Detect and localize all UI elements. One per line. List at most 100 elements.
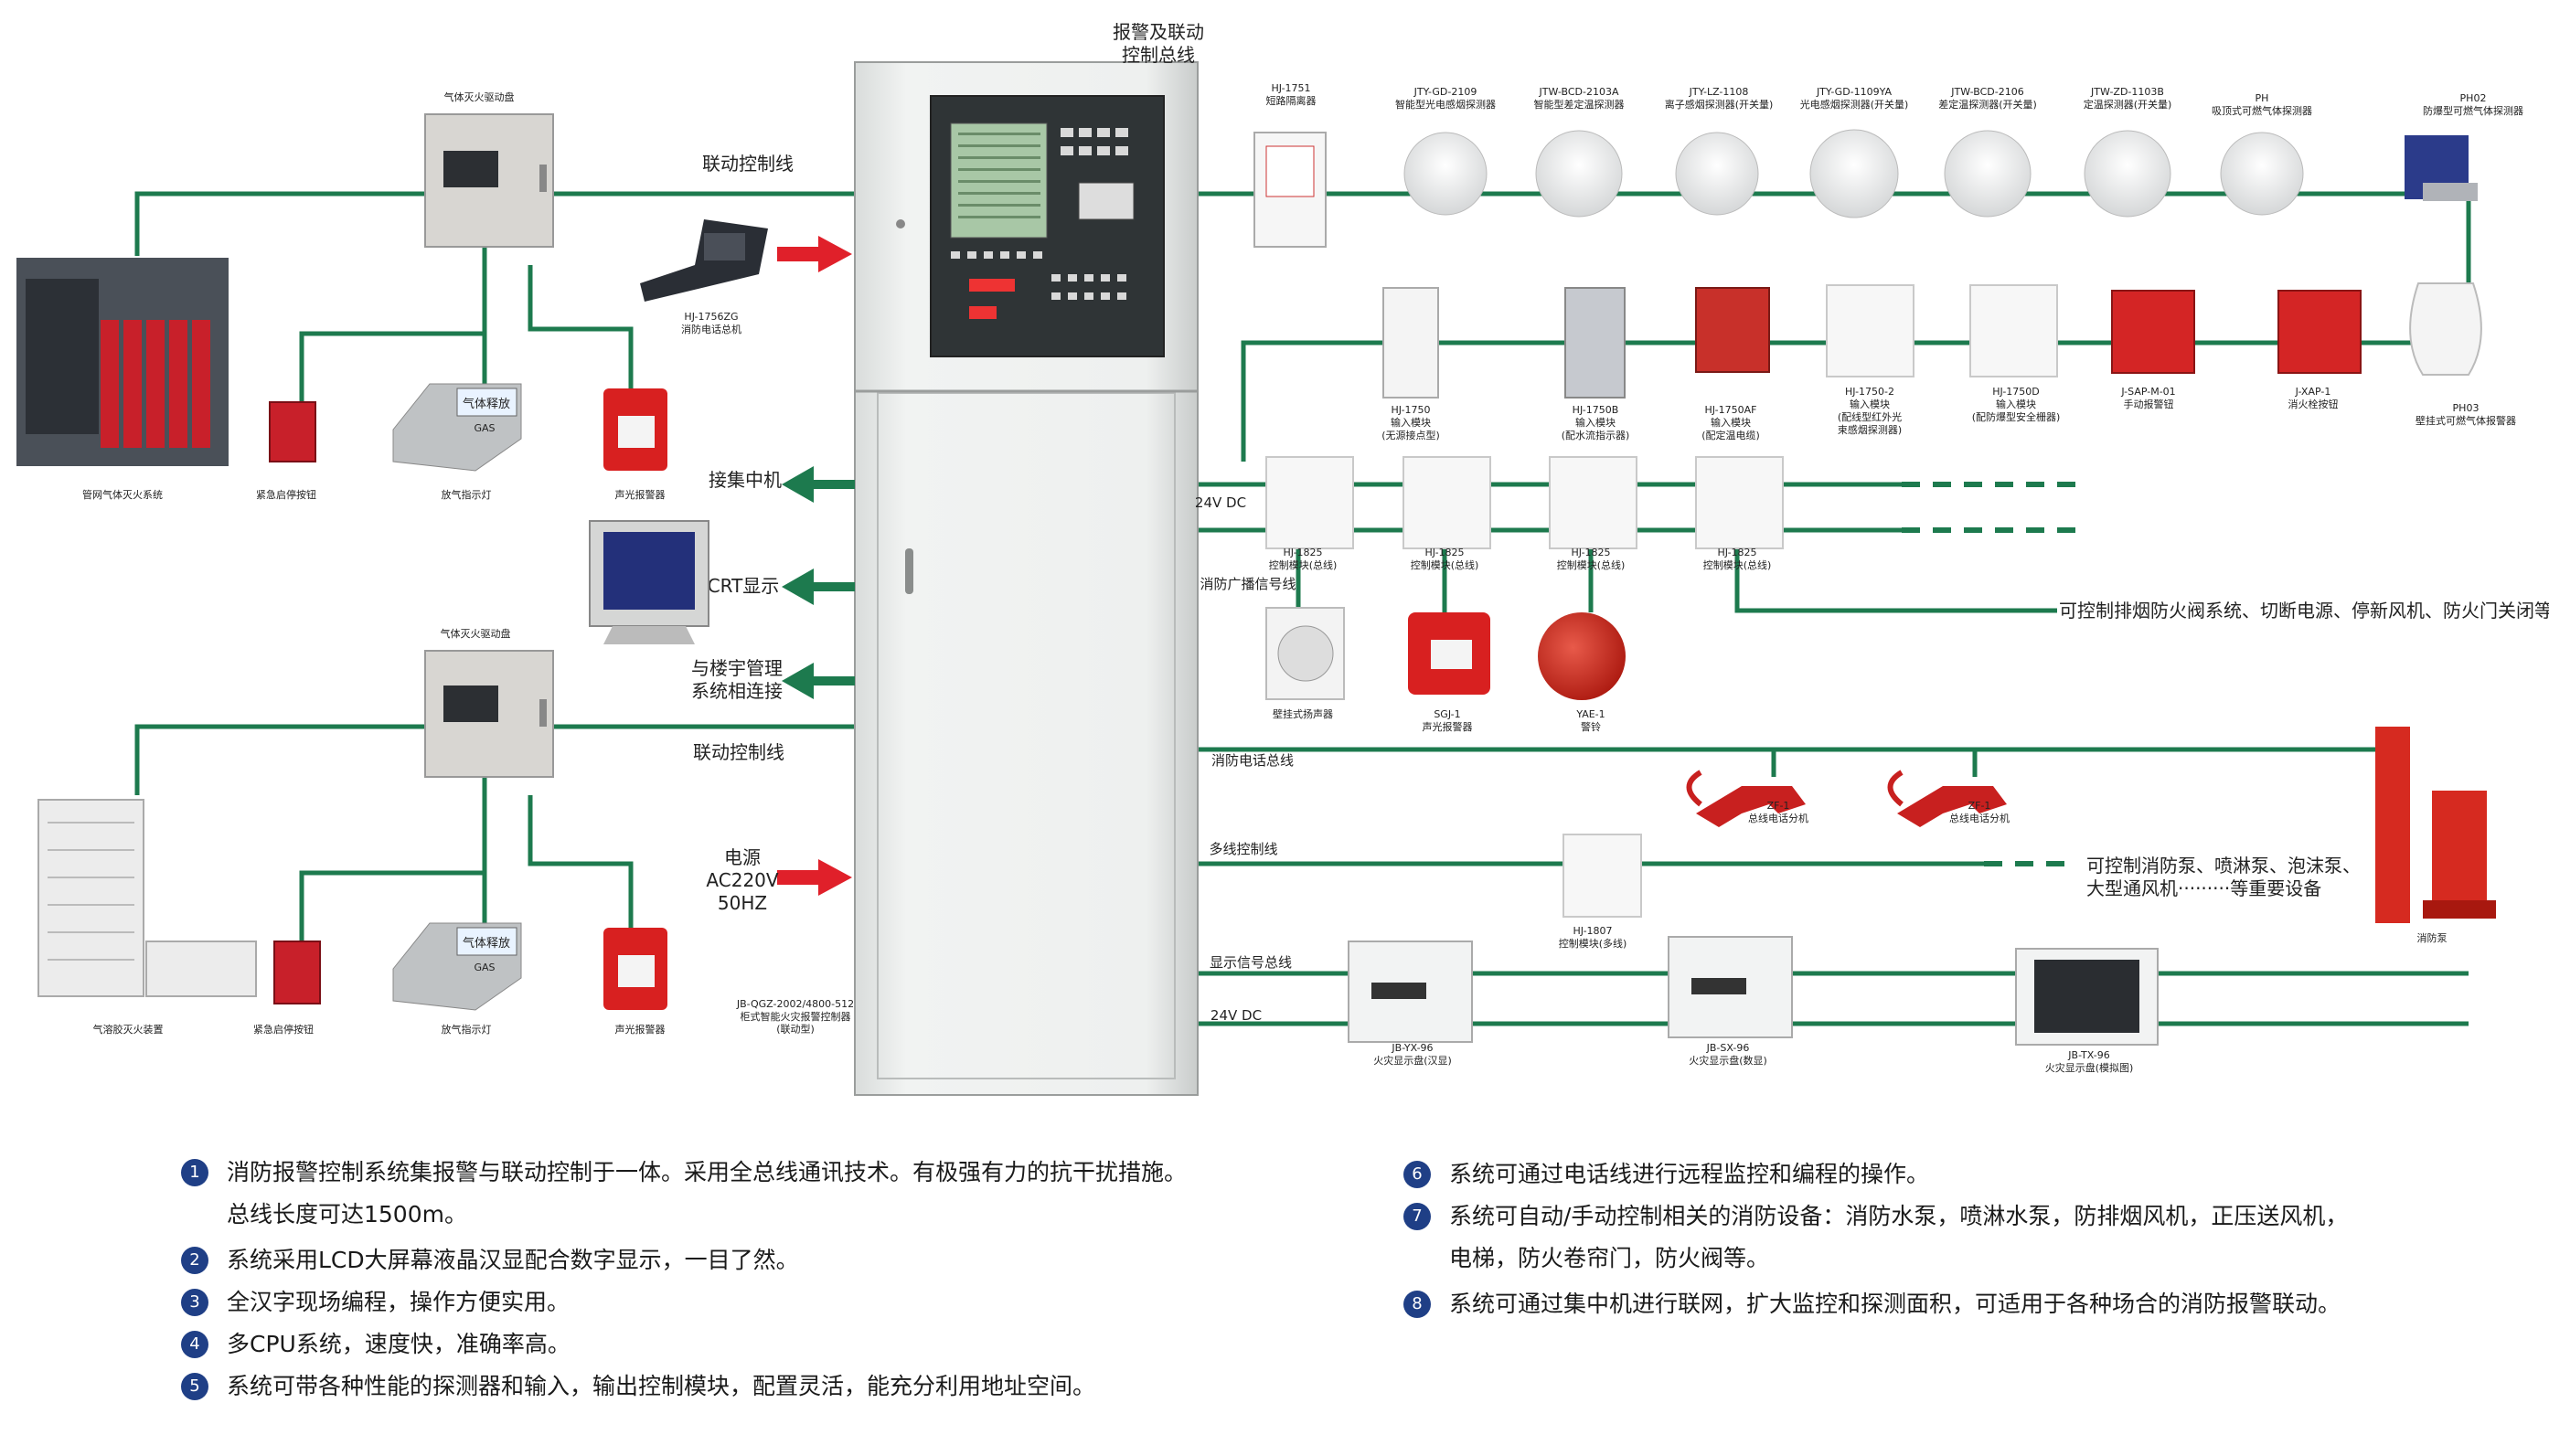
display-bus-label: 显示信号总线	[1210, 954, 1292, 971]
manual-alarm-button	[2111, 290, 2195, 374]
fire-phone-master	[640, 219, 768, 302]
sounder-bottom	[603, 928, 667, 1010]
release-light-bottom: 气体释放 GAS	[392, 922, 522, 1011]
gas-panel-bottom-label: 气体灭火驱动盘	[441, 627, 511, 640]
sounder-top-label: 声光报警器	[615, 488, 666, 501]
dc24-b-label: 24V DC	[1211, 1007, 1262, 1024]
estop-bottom-label: 紧急启停按钮	[253, 1023, 314, 1036]
broadcast-line-label: 消防广播信号线	[1200, 576, 1296, 592]
hydrant-button	[2277, 290, 2362, 374]
feature-5-badge: 5	[181, 1373, 208, 1400]
feature-5-text: 系统可带各种性能的探测器和输入，输出控制模块，配置灵活，能充分利用地址空间。	[227, 1373, 1096, 1399]
sounder-bottom-label: 声光报警器	[615, 1023, 666, 1036]
crt-label: CRT显示	[708, 575, 780, 597]
smoke-detector-2109	[1403, 132, 1488, 216]
feature-list: 1 消防报警控制系统集报警与联动控制于一体。采用全总线通讯技术。有极强有力的抗干…	[0, 1142, 2549, 1456]
gas-detector-ph	[2220, 132, 2304, 216]
feature-8: 8 系统可通过集中机进行联网，扩大监控和探测面积，可适用于各种场合的消防报警联动…	[1403, 1283, 2537, 1325]
release-light-top-sub: GAS	[474, 422, 495, 434]
exhaust-note: 可控制排烟防火阀系统、切断电源、停新风机、防火门关闭等	[2059, 600, 2549, 622]
feature-3-text: 全汉字现场编程，操作方便实用。	[227, 1289, 571, 1315]
display-panel-yx96	[1348, 941, 1473, 1043]
ctrl-module-4	[1695, 456, 1784, 549]
wall-speaker	[1265, 607, 1345, 700]
arrow-out-concentrator	[782, 466, 855, 503]
device-label-outputs-speaker: 壁挂式扬声器	[1273, 707, 1333, 720]
feature-2: 2 系统采用LCD大屏幕液晶汉显配合数字显示，一目了然。	[181, 1239, 1324, 1281]
feature-4: 4 多CPU系统，速度快，准确率高。	[181, 1323, 1324, 1366]
ctrl-module-2	[1402, 456, 1491, 549]
feature-7: 7 系统可自动/手动控制相关的消防设备：消防水泵，喷淋水泵，防排烟风机，正压送风…	[1403, 1196, 2537, 1280]
estop-bottom	[273, 941, 321, 1004]
estop-top-label: 紧急启停按钮	[256, 488, 316, 501]
ctrl-module-3	[1549, 456, 1637, 549]
alarm-bell-yae1	[1538, 612, 1626, 700]
feature-1: 1 消防报警控制系统集报警与联动控制于一体。采用全总线通讯技术。有极强有力的抗干…	[181, 1152, 1324, 1236]
feature-1-badge: 1	[181, 1159, 208, 1186]
feature-7-text: 系统可自动/手动控制相关的消防设备：消防水泵，喷淋水泵，防排烟风机，正压送风机，…	[1449, 1203, 2349, 1271]
module-1750-2	[1826, 284, 1914, 377]
arrows	[777, 236, 855, 896]
feature-7-badge: 7	[1403, 1203, 1431, 1230]
display-panel-sx96	[1668, 936, 1793, 1038]
explosion-proof-gas-detector	[2405, 135, 2478, 201]
control-modules-row	[1265, 456, 1784, 549]
arrow-out-building	[782, 663, 855, 699]
gas-panel-bottom	[424, 650, 554, 778]
aerosol-system	[37, 799, 257, 997]
arrow-out-crt	[782, 569, 855, 605]
heat-detector-2106	[1944, 130, 2032, 218]
fire-phone-bus-label: 消防电话总线	[1211, 752, 1294, 769]
main-bus-title: 报警及联动控制总线	[1113, 21, 1204, 66]
release-light-top-label: 放气指示灯	[442, 488, 492, 501]
linkage-line-top-label: 联动控制线	[702, 153, 794, 175]
aerosol-label: 气溶胶灭火装置	[93, 1023, 164, 1036]
phone-extension-2	[1887, 770, 2007, 827]
dc24-a-label: 24V DC	[1195, 494, 1246, 511]
ion-smoke-detector-1108	[1675, 132, 1759, 216]
pipe-system-label: 管网气体灭火系统	[82, 488, 163, 501]
concentrator-label: 接集中机	[709, 469, 782, 491]
feature-6: 6 系统可通过电话线进行远程监控和编程的操作。	[1403, 1153, 2537, 1196]
multi-line-label: 多线控制线	[1209, 841, 1277, 857]
pipe-gas-system	[16, 258, 229, 466]
linkage-line-bottom-label: 联动控制线	[693, 741, 784, 763]
input-modules-row	[1382, 282, 2482, 399]
feature-4-badge: 4	[181, 1331, 208, 1358]
arrow-in-phone	[777, 236, 852, 272]
display-panel-tx96	[2015, 948, 2159, 1046]
gas-panel-top-label: 气体灭火驱动盘	[444, 90, 515, 103]
gas-panel-top	[424, 113, 554, 248]
module-1750	[1382, 287, 1439, 399]
sounder-top	[603, 388, 667, 471]
pump-note: 可控制消防泵、喷淋泵、泡沫泵、大型通风机·········等重要设备	[2086, 855, 2361, 899]
phone-extension-1	[1686, 770, 1806, 827]
feature-6-badge: 6	[1403, 1161, 1431, 1188]
wall-gas-alarm	[2409, 282, 2482, 376]
estop-top	[269, 401, 316, 462]
release-light-bottom-text: 气体释放	[463, 936, 510, 951]
feature-3: 3 全汉字现场编程，操作方便实用。	[181, 1281, 1324, 1323]
